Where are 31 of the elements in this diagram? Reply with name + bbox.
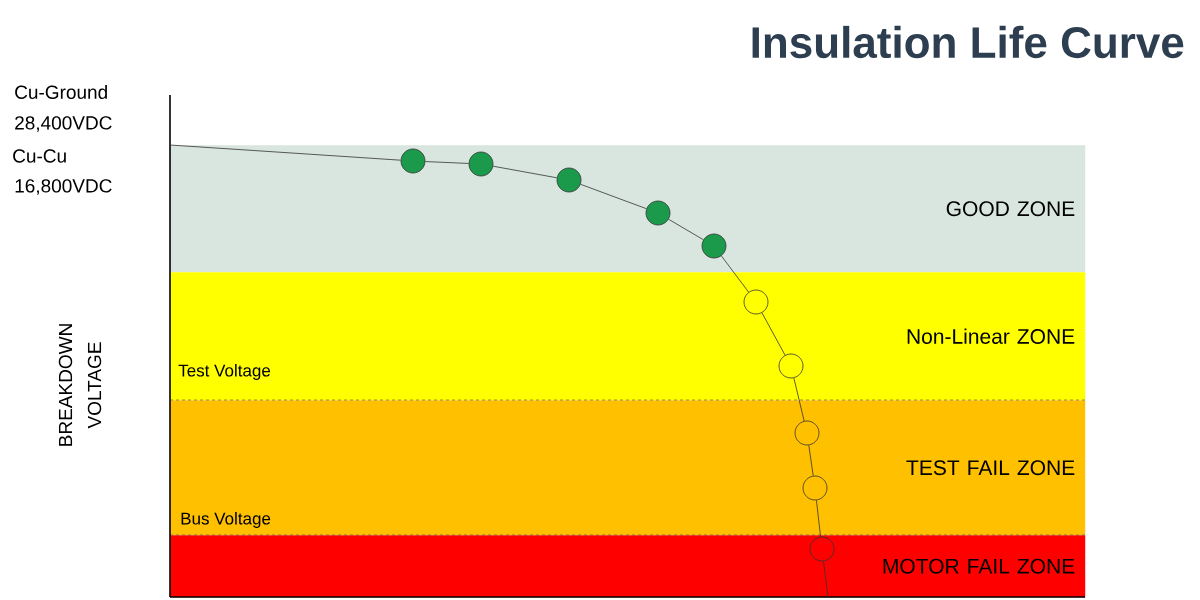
curve-segment bbox=[580, 183, 647, 210]
voltage-label: Cu-Ground bbox=[15, 85, 107, 99]
curve-segment bbox=[425, 161, 469, 164]
curve-segment bbox=[823, 560, 829, 598]
data-point bbox=[809, 536, 835, 562]
data-point bbox=[645, 200, 671, 226]
curve-segment bbox=[793, 377, 805, 422]
voltage-label: 16,800VDC bbox=[15, 179, 112, 195]
voltage-label: Cu-Cu bbox=[13, 149, 66, 163]
threshold-label: Test Voltage bbox=[178, 364, 271, 380]
curve-segment bbox=[169, 144, 402, 161]
data-point bbox=[400, 148, 426, 174]
axis-title: BREAKDOWN VOLTAGE bbox=[58, 324, 102, 446]
data-point bbox=[743, 289, 769, 315]
curve-segment bbox=[816, 499, 821, 538]
data-point bbox=[802, 475, 828, 501]
data-point bbox=[794, 420, 820, 446]
curve-segment bbox=[808, 444, 814, 477]
voltage-label: 28,400VDC bbox=[15, 116, 112, 132]
title: Insulation Life Curve bbox=[752, 25, 1184, 59]
curve-segment bbox=[492, 165, 558, 179]
zone-band: GOOD ZONE bbox=[170, 145, 1086, 273]
threshold-label: Bus Voltage bbox=[181, 512, 271, 528]
data-point bbox=[468, 151, 494, 177]
curve-segment bbox=[761, 312, 786, 356]
data-point bbox=[778, 353, 804, 379]
data-point bbox=[556, 167, 582, 193]
data-point bbox=[701, 233, 727, 259]
curve-segment bbox=[668, 218, 704, 241]
curve-segment bbox=[721, 255, 749, 293]
zone-band: MOTOR FAIL ZONE bbox=[170, 535, 1086, 598]
